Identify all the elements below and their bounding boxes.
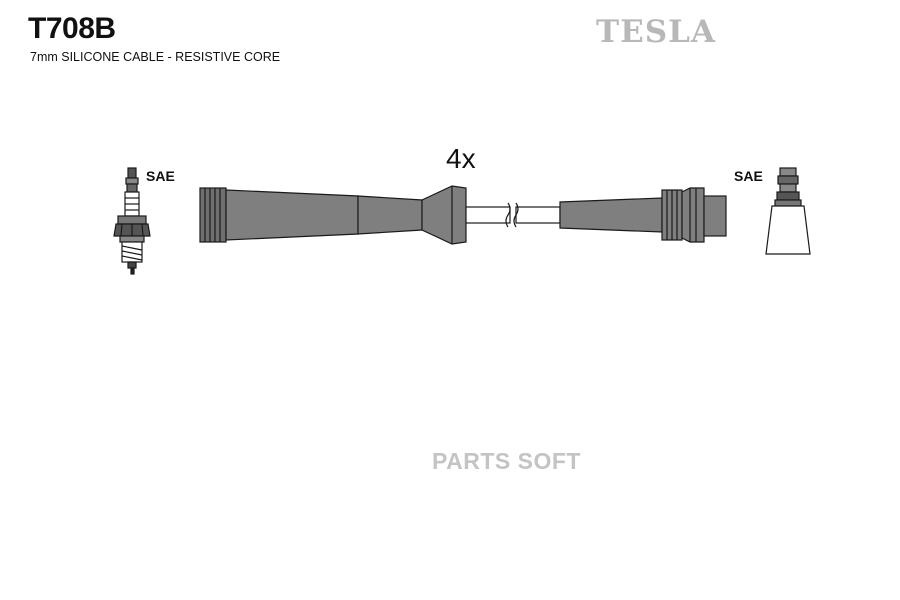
coil-side-boot	[559, 187, 727, 243]
part-number-title: T708B	[28, 12, 116, 45]
right-terminal-label: SAE	[734, 168, 763, 184]
quantity-label: 4x	[446, 143, 476, 174]
brand-logo: TESLA	[596, 14, 716, 50]
coil-terminal-icon	[765, 167, 811, 255]
plug-side-boot	[199, 185, 467, 245]
spark-plug-icon	[113, 167, 151, 275]
cable-description: 7mm SILICONE CABLE - RESISTIVE CORE	[30, 50, 281, 64]
watermark: PARTS SOFT	[432, 448, 581, 474]
cable	[465, 202, 561, 228]
left-terminal-label: SAE	[146, 168, 175, 184]
